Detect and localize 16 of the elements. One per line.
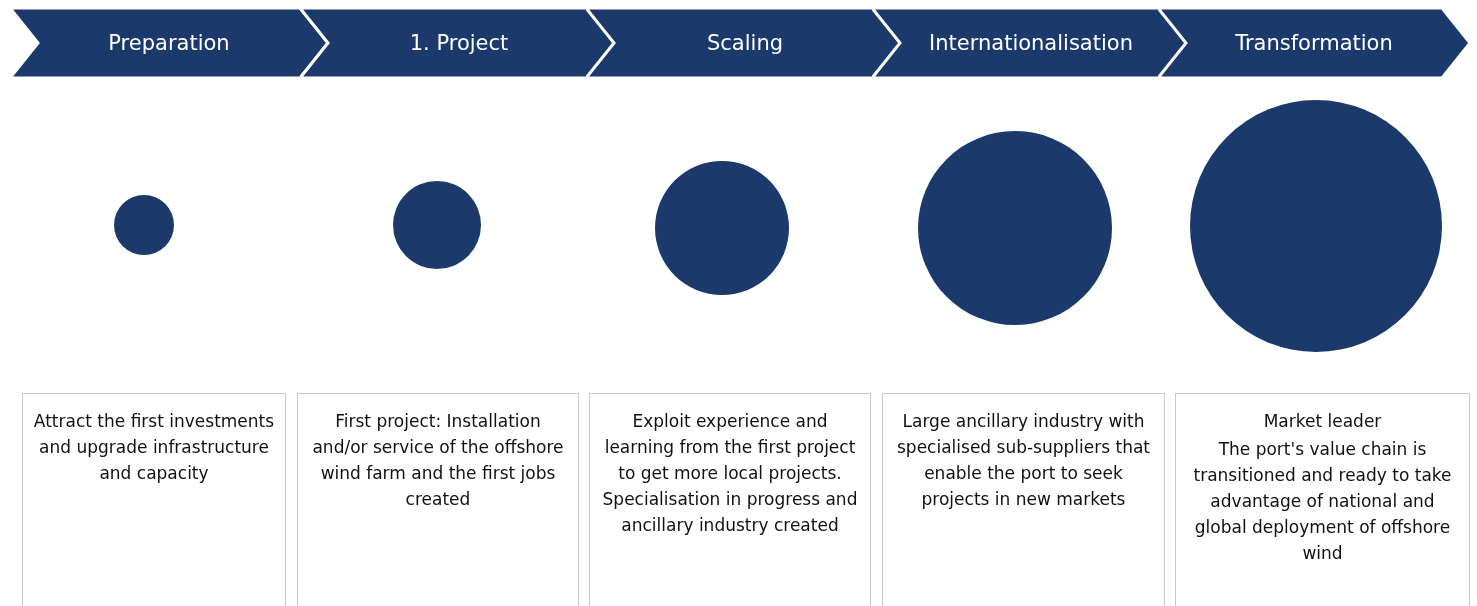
description-text: First project: Installation and/or service of the offshore wind farm and the first jobs created (311, 410, 565, 511)
description-text: Large ancillary industry with specialised sub-suppliers that enable the port to seek projects in new markets (896, 410, 1151, 511)
description-card (297, 393, 579, 606)
description-card (882, 393, 1165, 606)
stage-title: Internationalisation (928, 31, 1134, 55)
description-text: The port's value chain is transitioned and ready to take advantage of national and global deployment of offshore wind (1192, 438, 1453, 565)
description-card (22, 393, 286, 606)
description-card (589, 393, 871, 606)
stage-title: Scaling (705, 31, 785, 55)
stage-title: 1. Project (408, 31, 510, 55)
description-text: Attract the first investments and upgrade infrastructure and capacity (33, 410, 275, 485)
stage-title: Transformation (1234, 31, 1394, 55)
stage-title: Preparation (107, 31, 231, 55)
description-card (1175, 393, 1470, 606)
description-text: Exploit experience and learning from the first project to get more local projects. Specialisation in progress and ancillary industry created (601, 410, 859, 537)
card-heading: Market leader (1262, 410, 1383, 433)
